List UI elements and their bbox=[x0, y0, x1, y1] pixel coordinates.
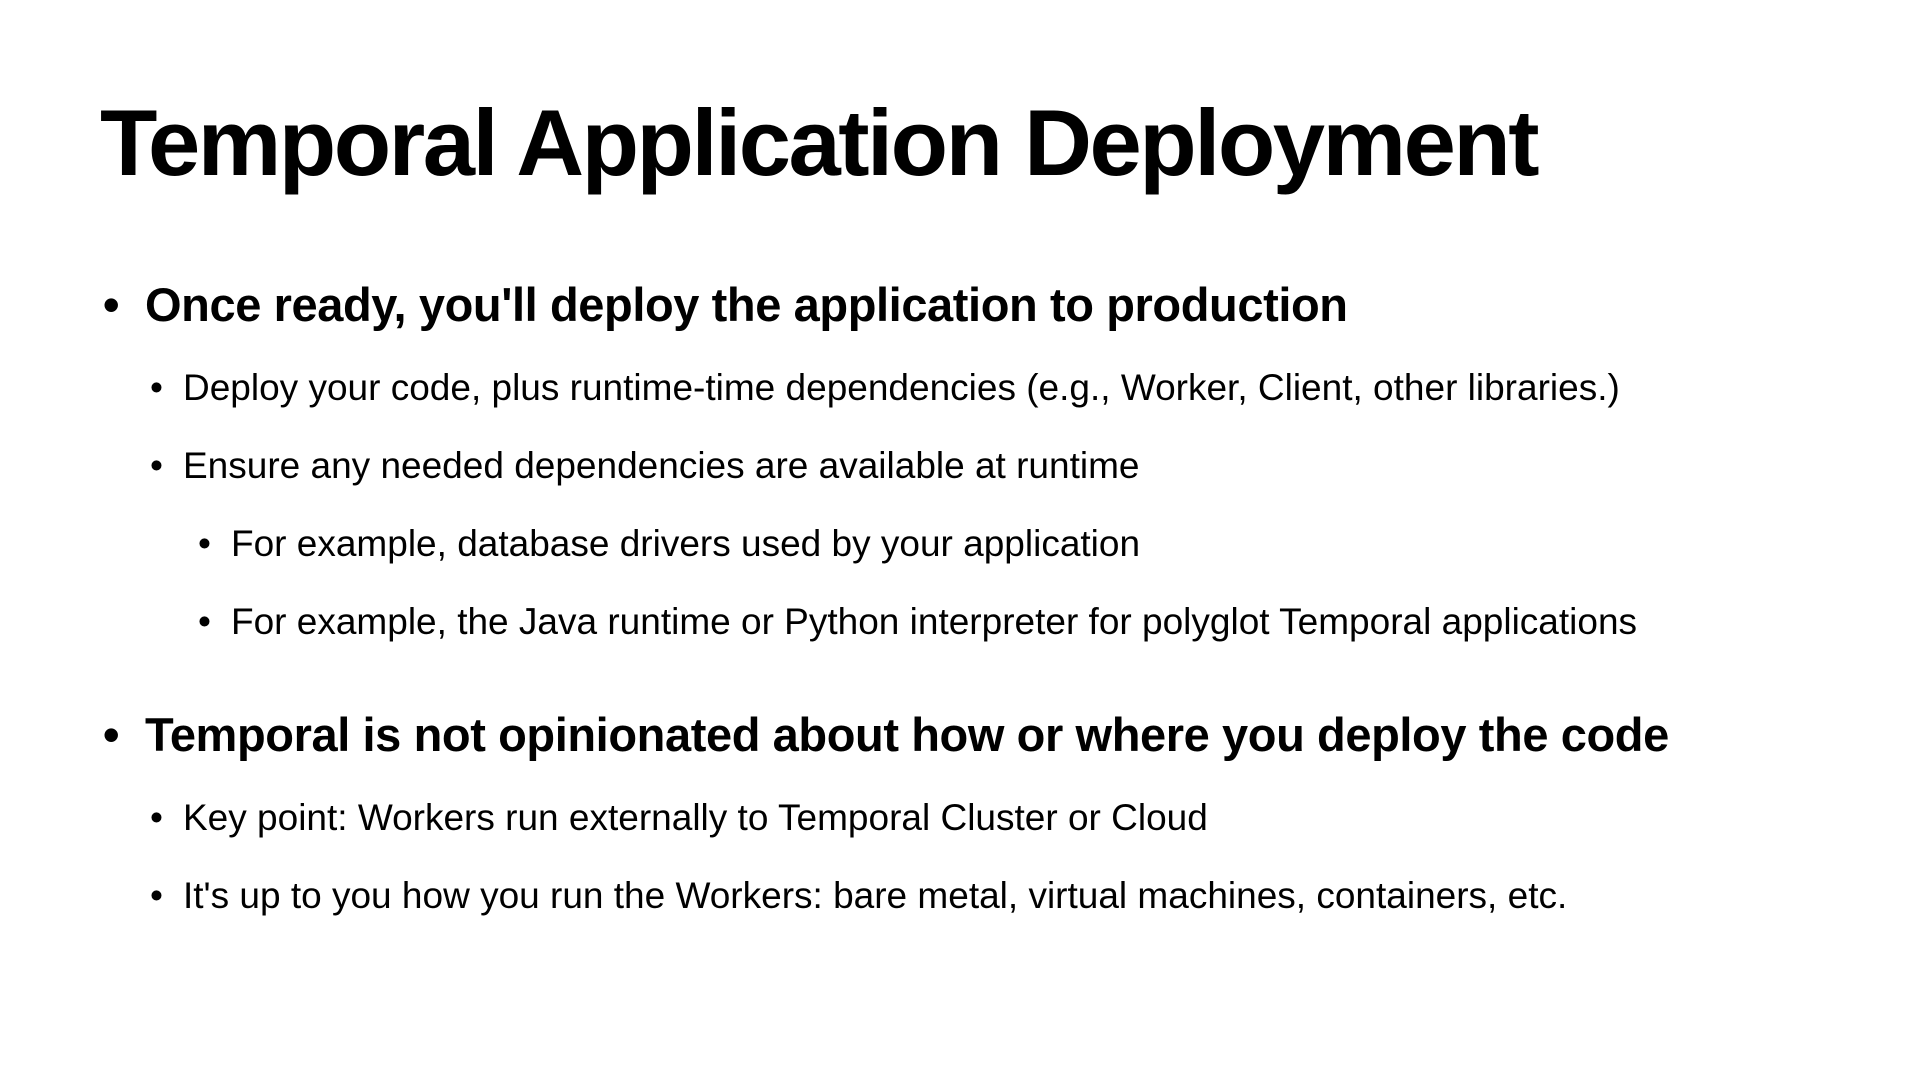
bullet-dot-icon: • bbox=[198, 523, 211, 564]
bullet-text: Temporal is not opinionated about how or… bbox=[145, 708, 1669, 761]
slide-title: Temporal Application Deployment bbox=[100, 90, 1540, 195]
bullet-dot-icon: • bbox=[198, 601, 211, 642]
bullet-item-not-opinionated: • Temporal is not opinionated about how o… bbox=[103, 711, 1669, 758]
bullet-text: Once ready, you'll deploy the applicatio… bbox=[145, 278, 1348, 331]
bullet-text: For example, database drivers used by yo… bbox=[231, 523, 1141, 564]
bullet-item-how-you-run-workers: • It's up to you how you run the Workers:… bbox=[150, 877, 1567, 914]
bullet-dot-icon: • bbox=[103, 708, 120, 761]
bullet-item-workers-run-externally: • Key point: Workers run externally to Te… bbox=[150, 799, 1208, 836]
bullet-dot-icon: • bbox=[150, 445, 163, 486]
bullet-text: It's up to you how you run the Workers: … bbox=[183, 875, 1568, 916]
bullet-item-deploy-code: • Deploy your code, plus runtime-time dep… bbox=[150, 369, 1620, 406]
bullet-text: Key point: Workers run externally to Tem… bbox=[183, 797, 1208, 838]
bullet-text: For example, the Java runtime or Python … bbox=[231, 601, 1638, 642]
bullet-text: Ensure any needed dependencies are avail… bbox=[183, 445, 1140, 486]
bullet-item-database-drivers: • For example, database drivers used by y… bbox=[198, 525, 1140, 562]
bullet-item-ensure-dependencies: • Ensure any needed dependencies are avai… bbox=[150, 447, 1140, 484]
bullet-text: Deploy your code, plus runtime-time depe… bbox=[183, 367, 1620, 408]
bullet-item-java-python-runtime: • For example, the Java runtime or Python… bbox=[198, 603, 1637, 640]
bullet-dot-icon: • bbox=[103, 278, 120, 331]
bullet-dot-icon: • bbox=[150, 367, 163, 408]
bullet-dot-icon: • bbox=[150, 797, 163, 838]
bullet-item-deploy-to-production: • Once ready, you'll deploy the applicati… bbox=[103, 281, 1348, 328]
bullet-dot-icon: • bbox=[150, 875, 163, 916]
